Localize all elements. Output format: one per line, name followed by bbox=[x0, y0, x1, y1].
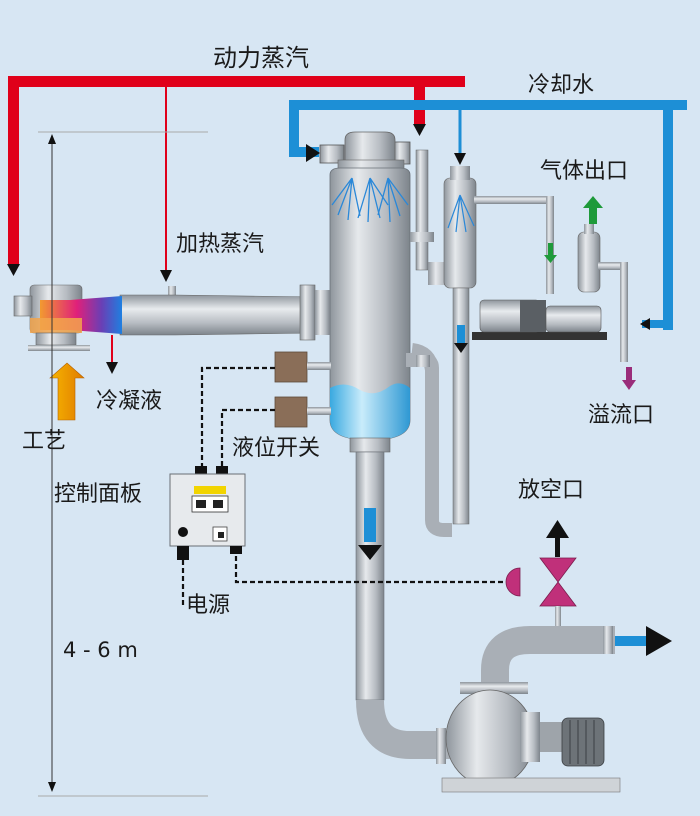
overflow-arrow-icon bbox=[622, 380, 636, 390]
discharge-pump bbox=[356, 626, 672, 793]
label-overflow: 溢流口 bbox=[588, 403, 654, 428]
level-switches bbox=[274, 351, 331, 428]
control-panel bbox=[169, 366, 520, 605]
label-height: 4 - 6 m bbox=[63, 638, 138, 662]
vacuum-pump bbox=[472, 196, 636, 390]
arrow-down-icon bbox=[454, 343, 468, 353]
arrow-down-icon bbox=[106, 362, 118, 374]
label-cooling-water: 冷却水 bbox=[528, 73, 594, 98]
arrow-right-icon bbox=[306, 144, 320, 162]
label-motive-steam: 动力蒸汽 bbox=[213, 44, 309, 72]
arrow-down-icon bbox=[160, 270, 172, 282]
label-heating-steam: 加热蒸汽 bbox=[176, 232, 264, 257]
label-vent: 放空口 bbox=[518, 478, 584, 503]
label-gas-outlet: 气体出口 bbox=[540, 159, 628, 184]
arrow-up-icon bbox=[546, 520, 569, 538]
arrow-left-icon bbox=[640, 318, 650, 330]
arrow-down-icon bbox=[358, 545, 382, 560]
label-process: 工艺 bbox=[22, 429, 66, 454]
discharge-arrow-icon bbox=[646, 626, 672, 656]
condenser-vessel bbox=[319, 131, 411, 701]
steam-ejector bbox=[13, 284, 330, 421]
height-dimension bbox=[38, 131, 208, 797]
arrow-down-icon bbox=[7, 264, 20, 276]
label-power: 电源 bbox=[186, 593, 230, 618]
arrow-down-icon bbox=[413, 124, 426, 136]
vent-valve bbox=[505, 520, 577, 630]
label-level-switch: 液位开关 bbox=[232, 436, 320, 461]
process-inlet-arrow-icon bbox=[49, 362, 85, 421]
gas-outlet-arrow-icon bbox=[583, 196, 603, 208]
arrow-down-icon bbox=[544, 255, 557, 263]
label-condensate: 冷凝液 bbox=[96, 389, 162, 414]
label-control-panel: 控制面板 bbox=[54, 482, 142, 507]
spray-nozzles bbox=[331, 177, 409, 223]
arrow-down-icon bbox=[454, 153, 466, 165]
cooling-water-pipe bbox=[289, 100, 687, 330]
